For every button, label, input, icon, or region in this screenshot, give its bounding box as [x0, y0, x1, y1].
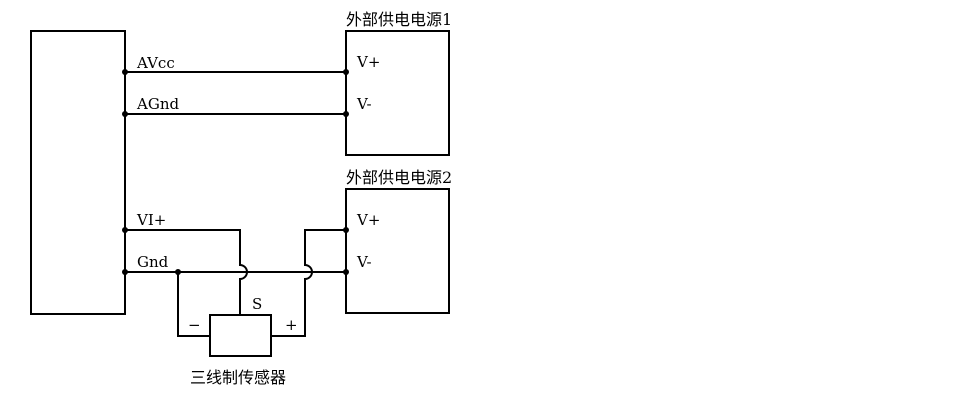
- junction-dot: [343, 111, 349, 117]
- junction-dot: [122, 269, 128, 275]
- power-supply-1-box: [345, 30, 450, 156]
- sensor-caption: 三线制传感器: [190, 368, 286, 387]
- junction-dot: [343, 269, 349, 275]
- junction-dot: [343, 227, 349, 233]
- pin-label-avcc: AVcc: [136, 54, 175, 72]
- wire-gnd-to-sensor-minus: [177, 272, 210, 337]
- power-supply-2-vplus-label: V+: [356, 211, 380, 229]
- wire-ps2-vplus-to-sensor-plus: [271, 229, 346, 337]
- power-supply-2-vminus-label: V-: [356, 253, 372, 271]
- junction-dot: [175, 269, 181, 275]
- power-supply-2-title: 外部供电电源2: [346, 168, 452, 187]
- junction-dot: [122, 227, 128, 233]
- pin-label-gnd: Gnd: [137, 253, 169, 271]
- power-supply-1-vminus-label: V-: [356, 95, 372, 113]
- power-supply-1-title: 外部供电电源1: [346, 10, 452, 29]
- pin-label-vi-plus: VI+: [136, 211, 166, 229]
- device-block: [30, 30, 126, 315]
- power-supply-1-vplus-label: V+: [356, 53, 380, 71]
- junction-dot: [122, 111, 128, 117]
- pin-label-agnd: AGnd: [136, 95, 179, 113]
- junction-dot: [122, 69, 128, 75]
- sensor-box: [209, 314, 272, 357]
- sensor-plus-label: +: [285, 316, 298, 334]
- power-supply-2-box: [345, 188, 450, 314]
- sensor-minus-label: −: [188, 316, 201, 334]
- wire-vi-plus: [125, 229, 248, 315]
- sensor-signal-label: S: [252, 295, 262, 313]
- junction-dot: [343, 69, 349, 75]
